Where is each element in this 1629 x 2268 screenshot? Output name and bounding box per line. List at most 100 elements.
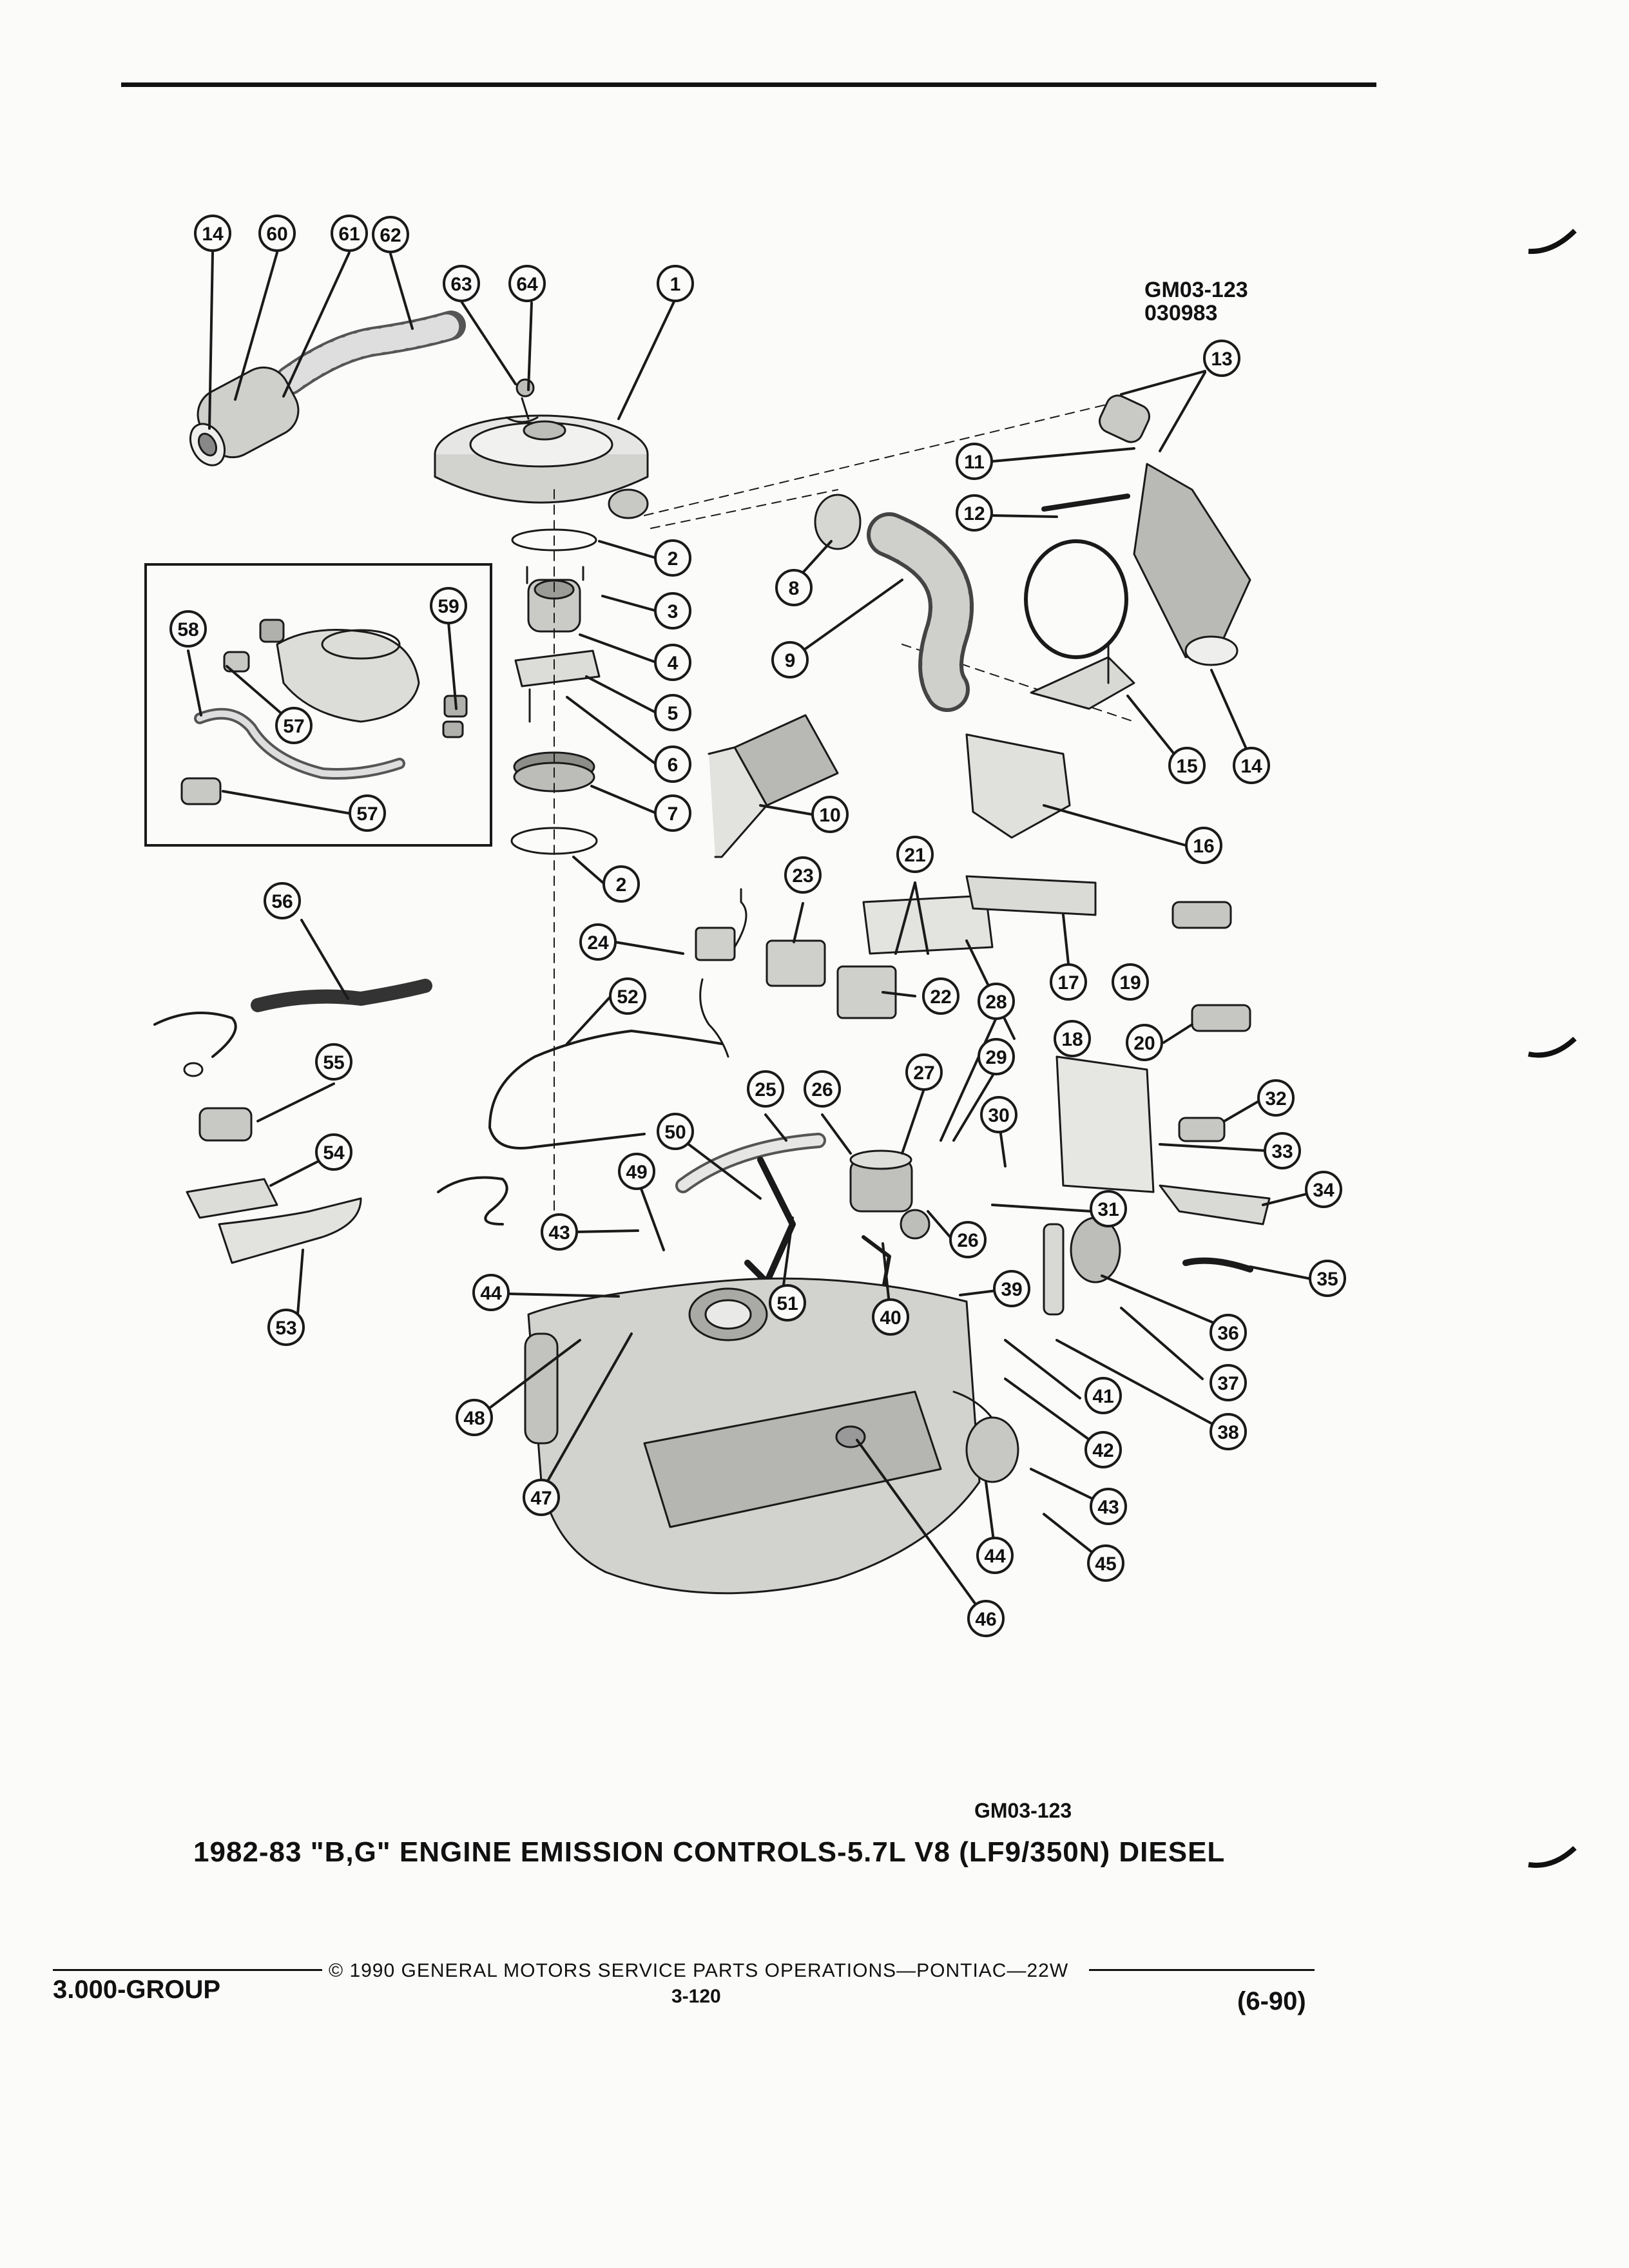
callout-40: 40 [872, 1298, 909, 1336]
callout-11: 11 [956, 443, 993, 480]
callout-circle [1090, 1190, 1127, 1227]
callout-circle [657, 265, 694, 302]
callout-circle [896, 836, 934, 873]
callout-48: 48 [456, 1399, 493, 1436]
callout-circle [315, 1043, 352, 1081]
callout-number: 15 [1176, 756, 1197, 777]
callout-number: 23 [792, 865, 813, 887]
callout-number: 43 [548, 1222, 570, 1244]
sensor-20 [1191, 1004, 1251, 1032]
callout-1: 1 [657, 265, 694, 302]
callout-number: 41 [1092, 1386, 1113, 1407]
callout-5: 5 [654, 694, 691, 731]
callout-number: 55 [323, 1052, 344, 1073]
figure-code: GM03-123 [1144, 278, 1248, 302]
callout-18: 18 [1054, 1020, 1091, 1057]
callout-12: 12 [956, 494, 993, 532]
callout-number: 44 [480, 1283, 502, 1304]
callout-number: 59 [438, 596, 459, 617]
callout-3: 3 [654, 592, 691, 629]
callout-circle [1305, 1171, 1342, 1208]
callout-35: 35 [1309, 1260, 1346, 1297]
figure-code-top: GM03-123 030983 [1144, 278, 1248, 325]
callout-61: 61 [331, 215, 368, 252]
callout-14: 14 [1233, 747, 1270, 784]
callout-63: 63 [443, 265, 480, 302]
callout-circle [372, 216, 409, 253]
callout-circle [1050, 963, 1087, 1001]
callout-number: 39 [1001, 1279, 1022, 1300]
callout-circle [784, 856, 822, 894]
callout-15: 15 [1168, 747, 1206, 784]
callout-26: 26 [804, 1070, 841, 1108]
callout-number: 50 [664, 1122, 686, 1143]
callout-39: 39 [993, 1270, 1030, 1307]
callout-number: 56 [271, 891, 293, 912]
callout-circle [315, 1133, 352, 1171]
callout-circle [747, 1070, 784, 1108]
callout-number: 32 [1265, 1088, 1286, 1110]
footer-copyright: © 1990 GENERAL MOTORS SERVICE PARTS OPER… [329, 1960, 1069, 1981]
callout-45: 45 [1087, 1544, 1124, 1582]
callout-circle [331, 215, 368, 252]
callout-circle [1168, 747, 1206, 784]
callout-number: 16 [1193, 836, 1214, 857]
callout-number: 35 [1316, 1269, 1338, 1290]
callout-34: 34 [1305, 1171, 1342, 1208]
callout-circle [872, 1298, 909, 1336]
callout-26: 26 [949, 1221, 987, 1258]
callout-38: 38 [1210, 1413, 1247, 1450]
callout-22: 22 [922, 977, 959, 1015]
callout-25: 25 [747, 1070, 784, 1108]
callout-number: 14 [202, 224, 224, 245]
callout-16: 16 [1185, 827, 1222, 864]
callout-circle [775, 569, 813, 606]
vacuum-valve-group [186, 1107, 362, 1264]
callout-number: 2 [616, 874, 627, 896]
callout-62: 62 [372, 216, 409, 253]
callout-23: 23 [784, 856, 822, 894]
callout-47: 47 [523, 1479, 560, 1516]
callout-number: 64 [516, 274, 538, 295]
footer-group: 3.000-GROUP [53, 1975, 221, 2004]
callout-circle [976, 1537, 1014, 1574]
callout-number: 12 [963, 503, 985, 524]
figure-title: 1982-83 "B,G" ENGINE EMISSION CONTROLS-5… [193, 1836, 1226, 1868]
crankcase-hoses [708, 494, 974, 858]
binding-mark [1528, 1037, 1577, 1058]
callout-circle [1210, 1413, 1247, 1450]
callout-circle [194, 215, 231, 252]
air-cleaner-assembly [434, 378, 649, 519]
footer-date: (6-90) [1237, 1987, 1306, 2015]
callout-circle [922, 977, 959, 1015]
callout-circle [1090, 1488, 1127, 1525]
callout-circle [956, 443, 993, 480]
callout-circle [980, 1096, 1017, 1133]
callout-number: 18 [1061, 1029, 1083, 1050]
callout-53: 53 [267, 1309, 305, 1346]
callout-circle [1084, 1431, 1122, 1468]
callout-circle [905, 1053, 943, 1091]
footer-rule-left [53, 1969, 322, 1971]
callout-circle [978, 983, 1015, 1020]
callout-circle [1203, 340, 1240, 377]
callout-41: 41 [1084, 1377, 1122, 1414]
callout-circle [264, 882, 301, 919]
callout-circle [1210, 1364, 1247, 1401]
callout-10: 10 [811, 796, 849, 833]
callout-number: 43 [1097, 1497, 1119, 1518]
callout-number: 17 [1057, 972, 1079, 994]
callout-36: 36 [1210, 1314, 1247, 1351]
callout-number: 40 [880, 1307, 901, 1329]
callout-circle [978, 1038, 1015, 1075]
callout-number: 38 [1217, 1422, 1239, 1443]
callout-51: 51 [769, 1284, 806, 1321]
callout-circle [1233, 747, 1270, 784]
callout-13: 13 [1203, 340, 1240, 377]
callout-circle [811, 796, 849, 833]
callout-number: 63 [450, 274, 472, 295]
figure-date-code: 030983 [1144, 301, 1218, 325]
callout-19: 19 [1112, 963, 1149, 1001]
